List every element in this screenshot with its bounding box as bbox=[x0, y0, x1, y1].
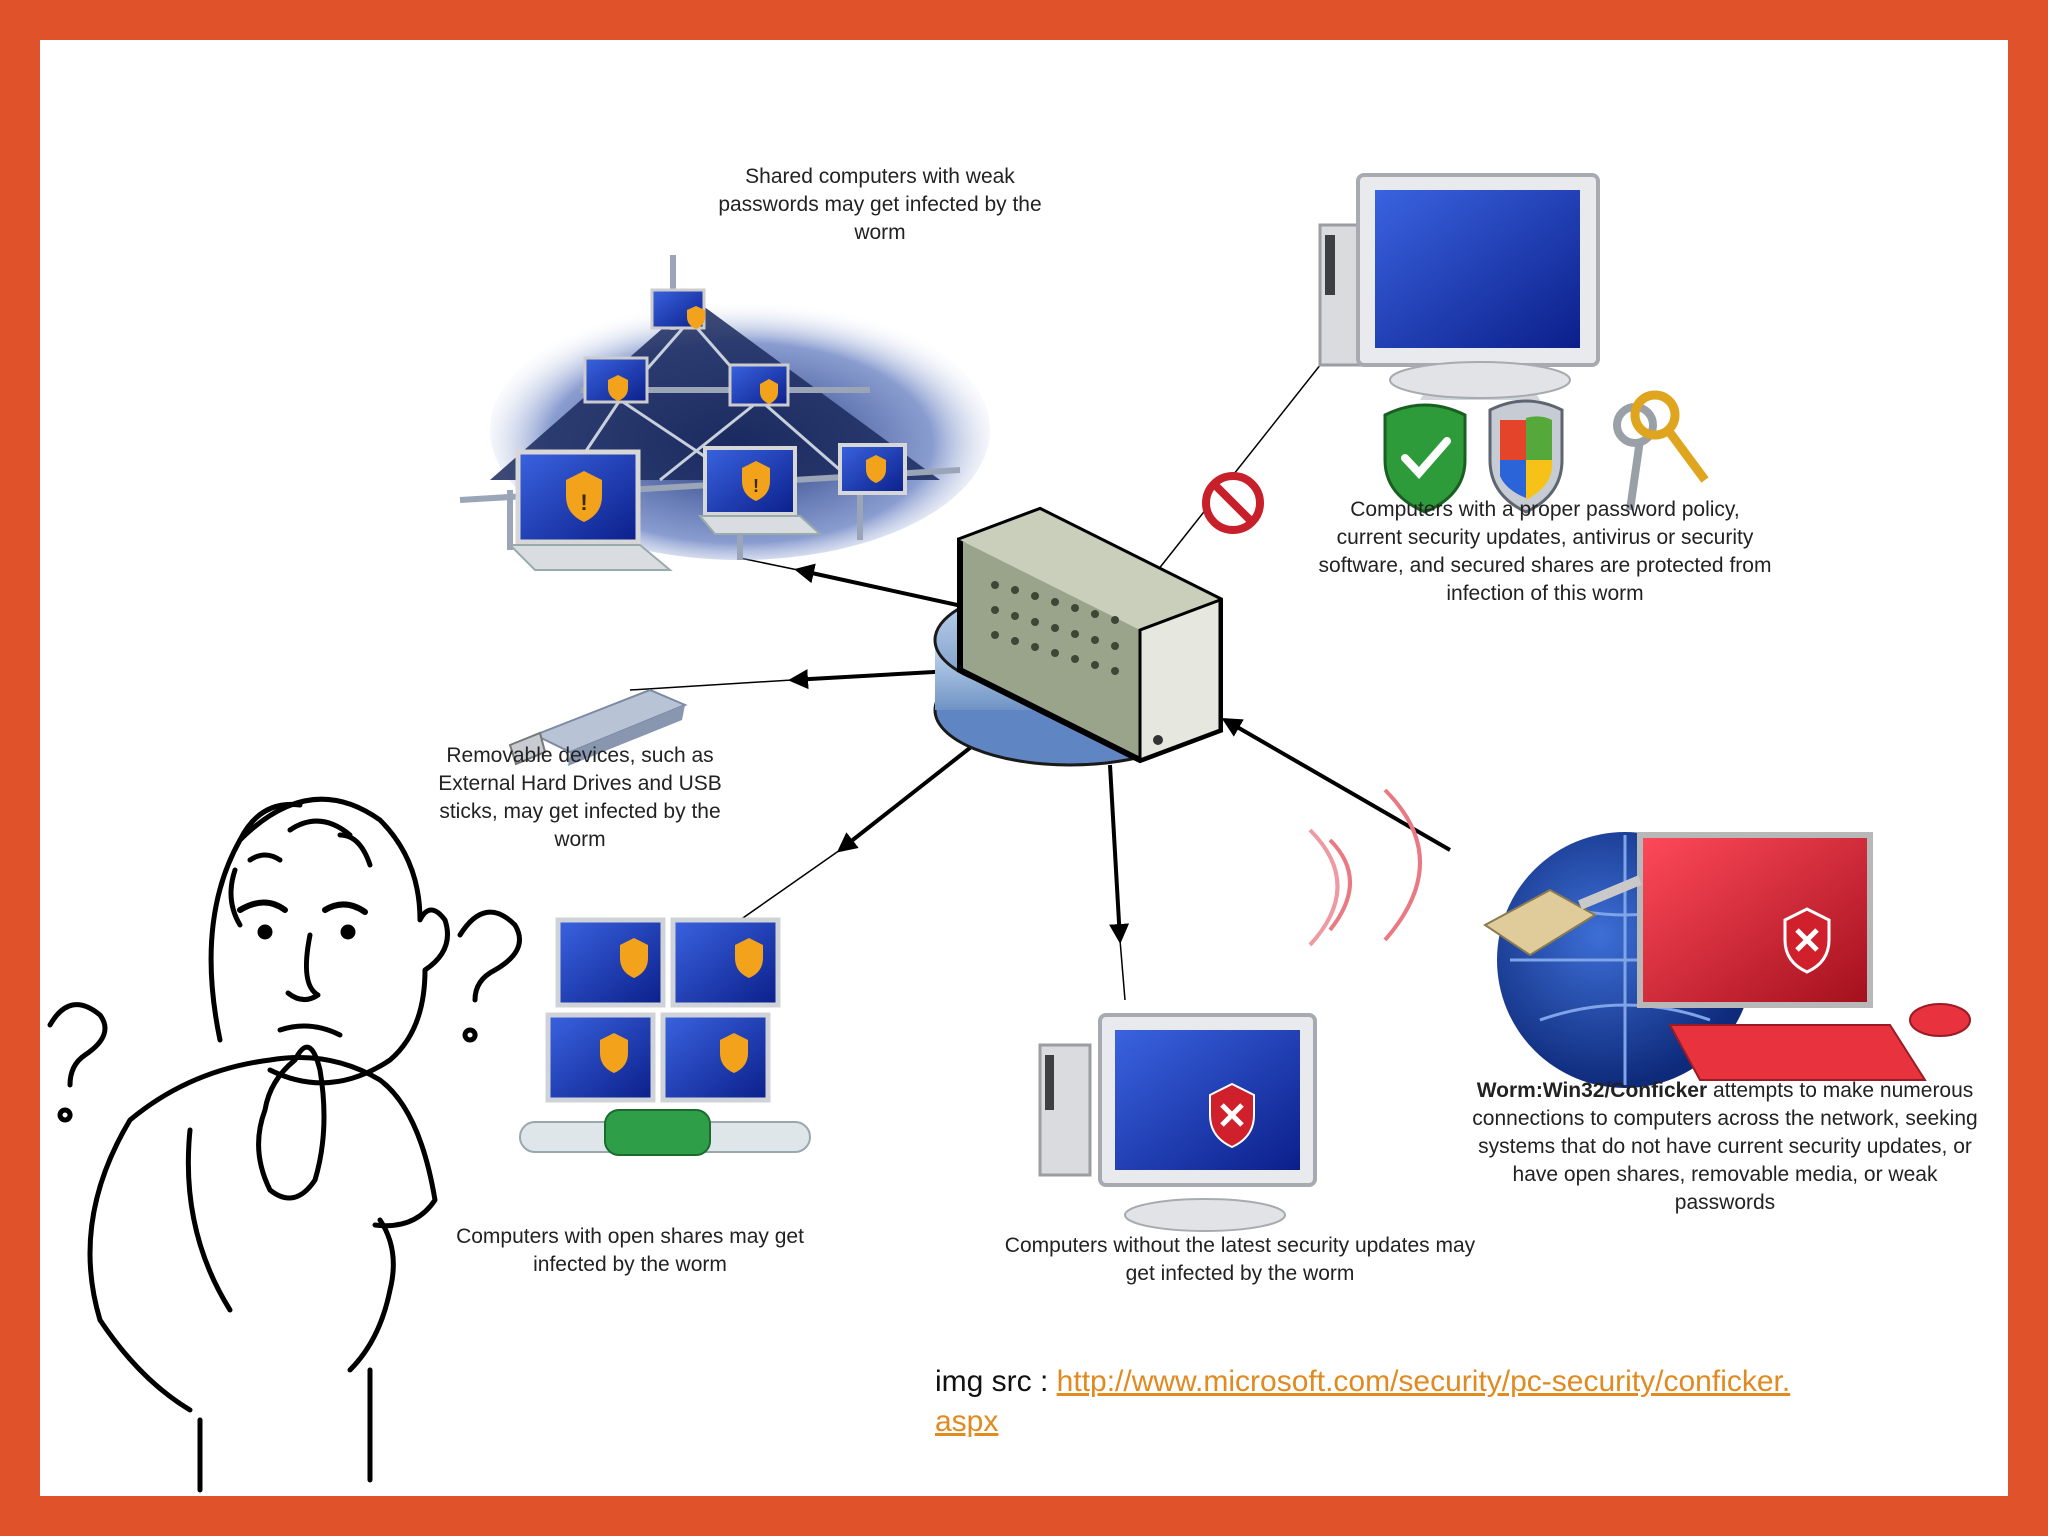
image-source-prefix: img src : bbox=[935, 1365, 1057, 1398]
infected-computer-icon bbox=[1308, 788, 1971, 1088]
unpatched-computer-icon bbox=[1038, 1013, 1317, 1232]
image-source-link-line2: aspx bbox=[935, 1405, 999, 1438]
network-hub-icon bbox=[933, 506, 1223, 767]
shared-computers-network-icon: ! ! bbox=[459, 255, 990, 571]
svg-text:!: ! bbox=[580, 490, 587, 515]
caption-removable-devices: Removable devices, such as External Hard… bbox=[438, 744, 722, 851]
caption-no-updates: Computers without the latest security up… bbox=[1004, 1234, 1476, 1285]
image-source: img src : http://www.microsoft.com/secur… bbox=[935, 1362, 1975, 1442]
caption-shared-computers: Shared computers with weak passwords may… bbox=[718, 165, 1042, 244]
caption-worm-description: Worm:Win32/Conficker attempts to make nu… bbox=[1470, 1077, 1980, 1217]
no-entry-icon bbox=[1202, 472, 1264, 534]
worm-description-text: attempts to make numerous connections to… bbox=[1472, 1079, 1978, 1214]
svg-text:!: ! bbox=[753, 476, 759, 496]
open-shares-computers-icon bbox=[519, 917, 811, 1156]
windows-shield-icon bbox=[1488, 399, 1564, 514]
worm-name: Worm:Win32/Conficker bbox=[1476, 1079, 1708, 1102]
protected-computer-icon bbox=[1318, 173, 1600, 400]
image-source-link-line1: http://www.microsoft.com/security/pc-sec… bbox=[1056, 1365, 1791, 1398]
thinking-person-icon bbox=[47, 796, 522, 1493]
caption-protected-computers: Computers with a proper password policy,… bbox=[1318, 498, 1772, 605]
slide-frame: ! ! bbox=[40, 40, 2008, 1496]
usb-stick-icon bbox=[508, 688, 688, 766]
conficker-diagram: ! ! bbox=[47, 173, 1971, 1493]
caption-open-shares: Computers with open shares may get infec… bbox=[456, 1225, 804, 1276]
green-check-shield-icon bbox=[1383, 403, 1467, 514]
image-source-link[interactable]: http://www.microsoft.com/security/pc-sec… bbox=[935, 1365, 1790, 1438]
keys-icon bbox=[1613, 390, 1709, 511]
